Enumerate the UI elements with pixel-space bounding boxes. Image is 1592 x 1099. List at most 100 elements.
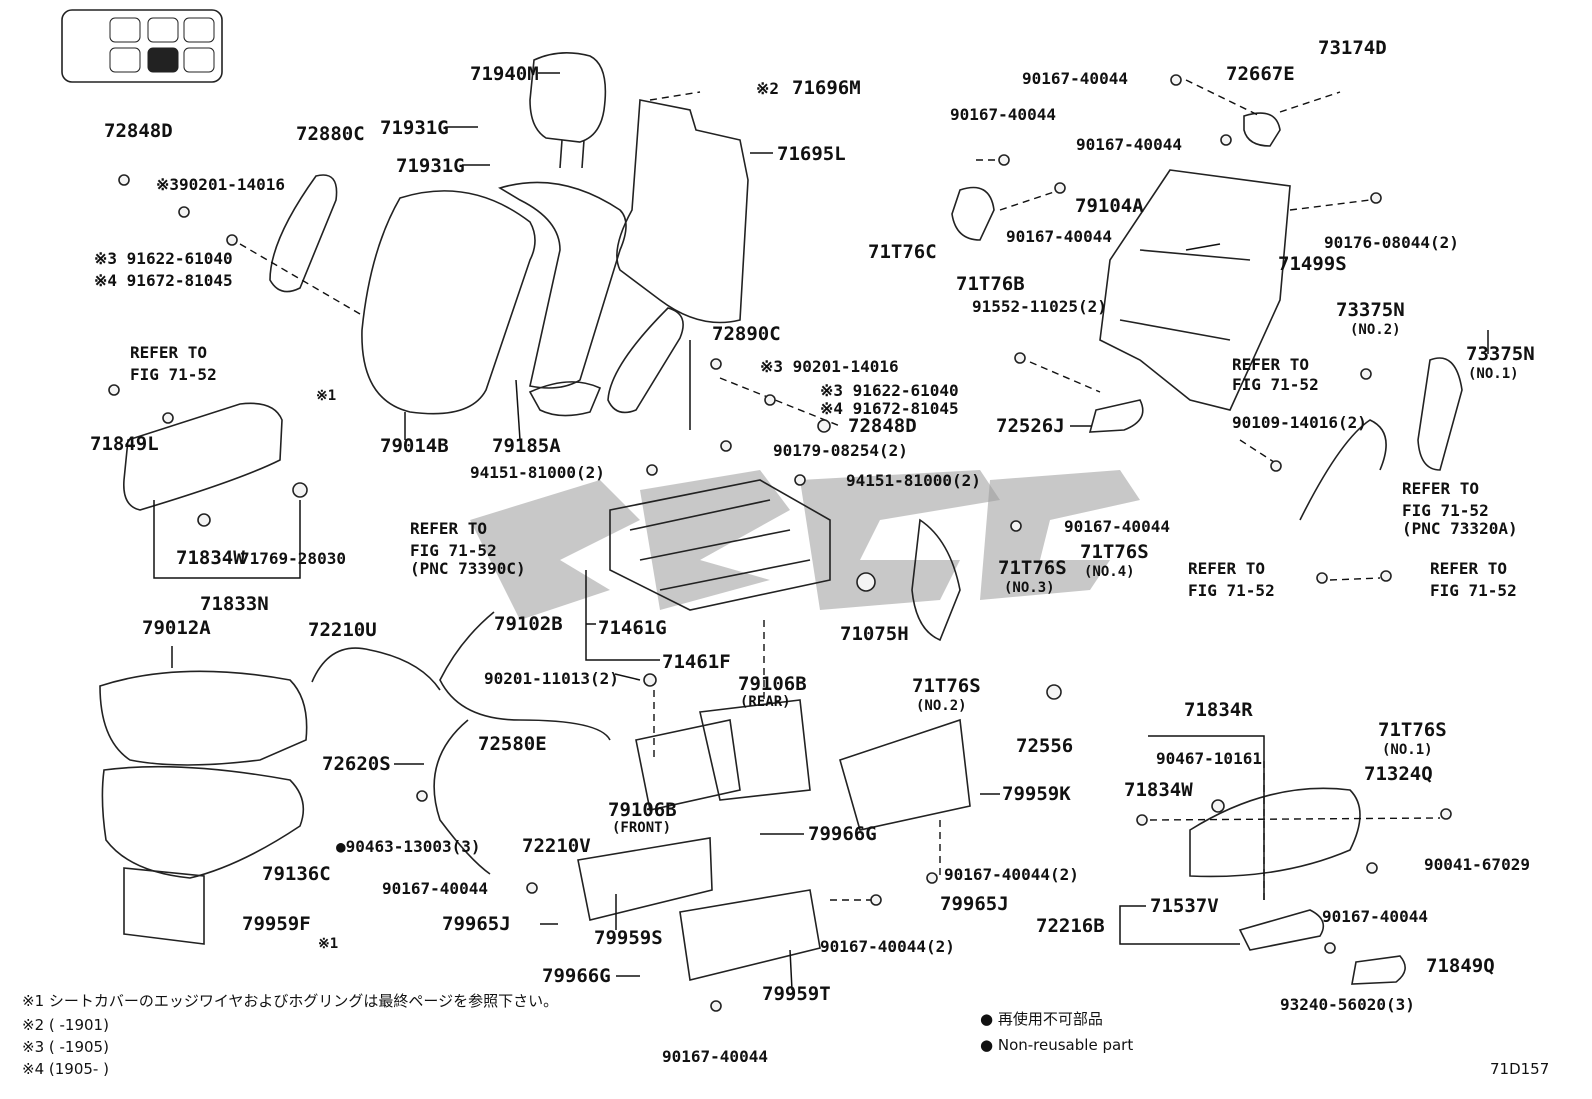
- part-label-l27: FIG 71-52: [410, 541, 497, 560]
- part-label-l96: 71834R: [1184, 699, 1253, 721]
- part-label-l52: 79959S: [594, 927, 663, 949]
- part-label-l12: 72890C: [712, 323, 781, 345]
- part-label-l84: 90167-40044: [1064, 517, 1170, 536]
- part-label-l82: FIG 71-52: [1402, 501, 1489, 520]
- fastener-bolts: [108, 74, 1452, 1012]
- watermark-logo: [470, 470, 1140, 620]
- seat-cushion-part: [99, 670, 308, 945]
- part-label-l68: 71T76C: [868, 241, 937, 263]
- part-label-l81: REFER TO: [1402, 479, 1479, 498]
- part-label-l42: 72620S: [322, 753, 391, 775]
- part-label-l65: 90167-40044: [1076, 135, 1182, 154]
- part-label-l11: ※4 91672-81045: [94, 271, 233, 290]
- part-label-l57: 90167-40044(2): [820, 937, 955, 956]
- part-label-l86: (NO.4): [1084, 564, 1135, 580]
- right-side-parts: [911, 112, 1463, 985]
- part-label-l26: REFER TO: [410, 519, 487, 538]
- part-label-l88: (NO.3): [1004, 580, 1055, 596]
- footnote-4: ※4 (1905- ): [22, 1060, 109, 1078]
- legend-en: ● Non-reusable part: [980, 1036, 1133, 1054]
- part-label-l94: (NO.2): [916, 698, 967, 714]
- part-label-l103: 90167-40044: [1322, 907, 1428, 926]
- part-label-l28: (PNC 73390C): [410, 559, 526, 578]
- part-label-l99: (NO.1): [1382, 742, 1433, 758]
- part-label-l100: 71834W: [1124, 779, 1193, 801]
- side-trim-parts: [123, 174, 684, 511]
- part-label-l62: 72667E: [1226, 63, 1295, 85]
- part-label-l83: (PNC 73320A): [1402, 519, 1518, 538]
- part-label-l46: ●90463-13003(3): [336, 837, 481, 856]
- part-label-l20: 71849L: [90, 433, 159, 455]
- part-label-l21: 79014B: [380, 435, 449, 457]
- part-label-l78: FIG 71-52: [1232, 375, 1319, 394]
- part-label-l33: 72210U: [308, 619, 377, 641]
- part-label-l39: 79106B: [738, 673, 807, 695]
- part-label-l10: ※3 91622-61040: [94, 249, 233, 268]
- part-label-l91: REFER TO: [1430, 559, 1507, 578]
- part-label-l87: 71T76S: [998, 557, 1067, 579]
- part-label-l59: 79959T: [762, 983, 831, 1005]
- part-label-l92: FIG 71-52: [1430, 581, 1517, 600]
- part-label-l85: 71T76S: [1080, 541, 1149, 563]
- part-label-l67: 90167-40044: [1006, 227, 1112, 246]
- part-label-l58: 79966G: [542, 965, 611, 987]
- part-label-l43: 79106B: [608, 799, 677, 821]
- seat-track-frame-part: [609, 479, 831, 811]
- part-label-l15: ※4 91672-81045: [820, 399, 959, 418]
- part-label-l35: 71461G: [598, 617, 667, 639]
- part-label-l98: 71T76S: [1378, 719, 1447, 741]
- part-label-l55: 90167-40044(2): [944, 865, 1079, 884]
- part-label-l40: (REAR): [740, 694, 791, 710]
- figure-code: 71D157: [1490, 1060, 1549, 1078]
- part-label-l95: 72556: [1016, 735, 1073, 757]
- cable-parts: [311, 419, 1387, 875]
- part-label-l22: 79185A: [492, 435, 561, 457]
- legend: ● 再使用不可部品 ● Non-reusable part: [980, 1010, 1133, 1054]
- part-label-l18: FIG 71-52: [130, 365, 217, 384]
- part-label-l80: 90109-14016(2): [1232, 413, 1367, 432]
- part-label-l93: 71T76S: [912, 675, 981, 697]
- part-label-l38: 90201-11013(2): [484, 669, 619, 688]
- part-label-l14: ※3 91622-61040: [820, 381, 959, 400]
- part-label-l53: 79959F: [242, 913, 311, 935]
- part-label-l31: 71833N: [200, 593, 269, 615]
- part-label-l77: REFER TO: [1232, 355, 1309, 374]
- part-label-l17: REFER TO: [130, 343, 207, 362]
- part-label-l72: 91552-11025(2): [972, 297, 1107, 316]
- part-label-l74: (NO.2): [1350, 322, 1401, 338]
- part-label-l03: 71696M: [792, 77, 861, 99]
- part-label-l70: 71T76B: [956, 273, 1025, 295]
- part-label-l37: 71461F: [662, 651, 731, 673]
- part-label-l08: 71695L: [777, 143, 846, 165]
- part-label-l50: 79959K: [1002, 783, 1071, 805]
- part-label-l29: 71834W: [176, 547, 245, 569]
- part-label-l90: FIG 71-52: [1188, 581, 1275, 600]
- part-label-l56: 79965J: [940, 893, 1009, 915]
- part-label-l60: 90167-40044: [662, 1047, 768, 1066]
- footnote-2: ※2 ( -1901): [22, 1016, 109, 1034]
- part-label-l36: 71075H: [840, 623, 909, 645]
- part-label-l105: 72216B: [1036, 915, 1105, 937]
- part-label-l102: 90041-67029: [1424, 855, 1530, 874]
- part-label-l16: 72848D: [848, 415, 917, 437]
- headrest-part: [529, 52, 607, 169]
- part-label-l104: 71537V: [1150, 895, 1219, 917]
- part-label-l101: 71324Q: [1364, 763, 1433, 785]
- footnote-3: ※3 ( -1905): [22, 1038, 109, 1056]
- part-label-l45: 72210V: [522, 835, 591, 857]
- part-label-l44: (FRONT): [612, 820, 671, 836]
- part-label-l89: REFER TO: [1188, 559, 1265, 578]
- part-label-l47: 79136C: [262, 863, 331, 885]
- part-label-l02: ※2: [756, 79, 779, 98]
- part-label-l107: 93240-56020(3): [1280, 995, 1415, 1014]
- part-label-l09: ※390201-14016: [156, 175, 285, 194]
- part-label-l54: ※1: [318, 936, 338, 952]
- part-label-l19: ※1: [316, 388, 336, 404]
- part-label-l64: 90167-40044: [950, 105, 1056, 124]
- part-label-l30: 71769-28030: [240, 549, 346, 568]
- part-label-l75: 73375N: [1466, 343, 1535, 365]
- part-label-l25: 94151-81000(2): [846, 471, 981, 490]
- legend-jp: ● 再使用不可部品: [980, 1010, 1103, 1028]
